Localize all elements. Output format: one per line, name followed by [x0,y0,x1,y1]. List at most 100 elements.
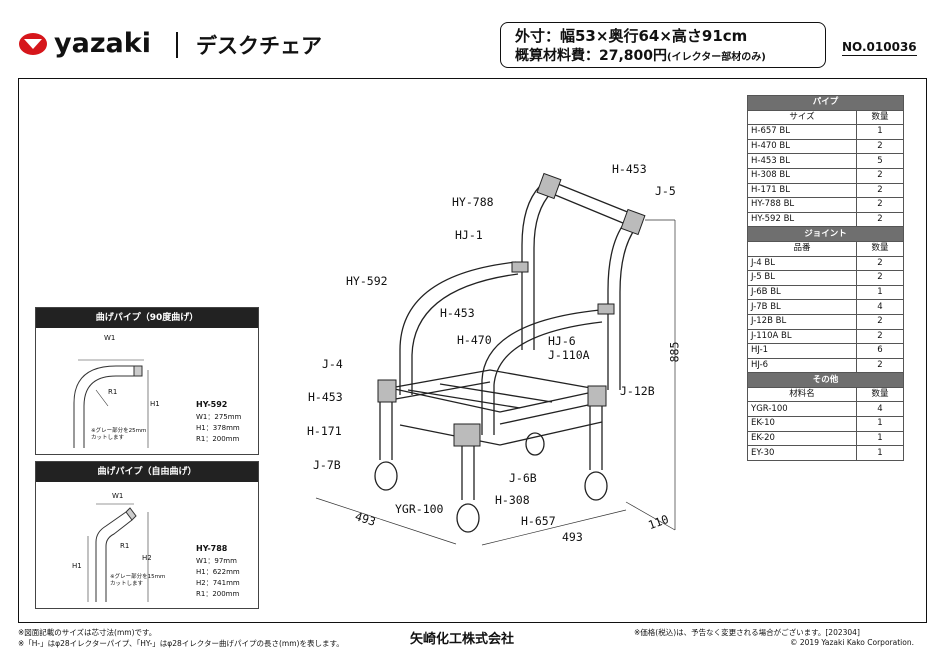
parts-column-col1: 材料名 [747,386,857,403]
part-quantity: 1 [856,284,904,301]
brand-logo: yazaki [18,28,151,59]
part-quantity: 2 [856,138,904,155]
label-j5: J-5 [655,184,676,198]
bent-pipe-free-panel: 曲げパイプ（自由曲げ） W1 H1 H2 R1 ※グレー部分を15mm カットし… [35,461,259,609]
copyright: © 2019 Yazaki Kako Corporation. [790,638,914,647]
parts-column-col2: 数量 [856,240,904,257]
label-h171: H-171 [307,424,342,438]
label-j7b: J-7B [313,458,341,472]
chair-assembly-drawing [315,172,676,546]
label-hy592: HY-592 [346,274,388,288]
parts-column-header: サイズ数量 [747,109,904,126]
panel1-spec-r1: R1：200mm [196,435,240,443]
part-name: HY-592 BL [747,211,857,228]
part-name: J-110A BL [747,328,857,345]
panel2-model: HY-788 [196,544,228,553]
label-j110a: J-110A [548,348,590,362]
part-quantity: 2 [856,182,904,199]
spec-cost-note: (イレクター部材のみ) [667,52,766,63]
panel2-spec-w1: W1：97mm [196,557,237,565]
panel1-spec-w1: W1：275mm [196,413,242,421]
part-quantity: 2 [856,313,904,330]
label-hj1: HJ-1 [455,228,483,242]
part-quantity: 1 [856,416,904,432]
panel1-model: HY-592 [196,400,228,409]
parts-column-col2: 数量 [856,109,904,126]
parts-column-header: 材料名数量 [747,386,904,403]
label-h453-mid: H-453 [440,306,475,320]
part-name: EK-20 [747,430,857,447]
panel2-spec-h1: H1：622mm [196,568,240,576]
label-h453-top: H-453 [612,162,647,176]
spec-cost: 概算材料費：27,800円(イレクター部材のみ) [515,45,766,65]
part-quantity: 2 [856,211,904,228]
part-quantity: 1 [856,430,904,447]
part-quantity: 5 [856,153,904,169]
panel2-w1: W1 [112,492,124,500]
dim-493-bottom: 493 [562,530,583,544]
spec-size: 外寸：幅53×奥行64×高さ91cm [515,27,748,45]
part-name: HJ-6 [747,357,857,374]
parts-section-header: パイプ [747,95,904,111]
panel1-spec-h1: H1：378mm [196,424,240,432]
part-quantity: 2 [856,197,904,213]
part-quantity: 2 [856,328,904,345]
label-h470: H-470 [457,333,492,347]
bent-pipe-free-figure [87,503,149,602]
parts-section-title: ジョイント [747,226,904,242]
part-name: H-171 BL [747,182,857,199]
footer-note-price: ※価格(税込)は、予告なく変更される場合がございます。[202304] [634,628,860,637]
part-name: H-308 BL [747,167,857,184]
panel2-r1: R1 [120,542,130,550]
brand-name: yazaki [54,28,151,59]
footer-note-size: ※図面記載のサイズは芯寸法(mm)です。 [18,628,157,637]
drawing-frame [18,78,927,623]
parts-section-title: その他 [747,372,904,388]
panel2-title: 曲げパイプ（自由曲げ） [36,462,258,482]
panel2-h2: H2 [142,554,152,562]
part-quantity: 4 [856,401,904,418]
label-ygr100: YGR-100 [395,502,444,516]
part-quantity: 1 [856,124,904,140]
page-title: デスクチェア [196,34,322,58]
label-h657: H-657 [521,514,556,528]
part-name: J-6B BL [747,284,857,301]
yazaki-logo-icon [19,32,47,55]
label-j4: J-4 [322,357,343,371]
spec-box [500,22,826,68]
part-name: J-5 BL [747,270,857,286]
panel1-w1: W1 [104,334,116,342]
part-name: H-470 BL [747,138,857,155]
part-name: J-7B BL [747,299,857,315]
parts-column-header: 品番数量 [747,240,904,257]
part-quantity: 2 [856,270,904,286]
footer-note-pipe: ※「H-」はφ28イレクターパイプ、「HY-」はφ28イレクター曲げパイプの長さ… [18,639,344,648]
parts-section-title: パイプ [747,95,904,111]
panel2-note: ※グレー部分を15mm カットします [110,574,166,587]
label-h308: H-308 [495,493,530,507]
maker-name: 矢崎化工株式会社 [410,632,515,647]
panel1-specs: W1：275mm H1：378mm R1：200mm [196,412,241,445]
bent-pipe-90-figure [73,359,149,448]
panel2-specs: W1：97mm H1：622mm H2：741mm R1：200mm [196,556,240,600]
parts-section-header: ジョイント [747,226,904,242]
part-quantity: 2 [856,357,904,374]
panel1-h1: H1 [150,400,160,408]
part-name: H-657 BL [747,124,857,140]
